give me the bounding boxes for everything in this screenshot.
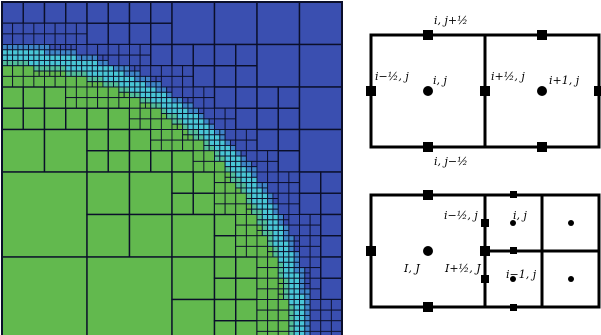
coarse-fine-stencil-diagram: I, J I+½, J i−½, j i, j i−1, j: [366, 190, 601, 312]
fine-face-top: [510, 191, 517, 198]
fine-face-bottom: [510, 304, 517, 311]
mesh-cell: [298, 86, 343, 131]
neighbor-center-dot: [537, 86, 547, 96]
mesh-border: [1, 1, 343, 335]
coarse-center-dot: [423, 246, 433, 256]
fine-cell-br: [540, 249, 601, 309]
coarse-face-left: [366, 246, 376, 256]
mesh-cell: [330, 330, 343, 335]
fine-face-lower: [481, 275, 489, 283]
mesh-cell: [171, 298, 216, 335]
label-fine-lower-center: i−1, j: [506, 268, 537, 281]
label-fine-center: i, j: [513, 209, 528, 222]
label-fine-face: i−½, j: [444, 209, 478, 222]
mesh-cell: [267, 330, 279, 335]
fine-face-upper: [481, 219, 489, 227]
mesh-cell: [1, 171, 88, 258]
face-marker-bottom-right: [537, 142, 547, 152]
mesh-cell: [256, 1, 301, 46]
mesh-cell: [43, 128, 88, 173]
face-marker-left: [366, 86, 376, 96]
mesh-cell: [171, 213, 216, 258]
label-center: i, j: [433, 74, 448, 87]
fine-center-dot: [510, 220, 516, 226]
mesh-cell: [277, 330, 290, 335]
mesh-cell: [256, 330, 269, 335]
mesh-cell: [309, 330, 322, 335]
coarse-fine-face: [480, 246, 490, 256]
mesh-cell: [298, 128, 343, 173]
face-marker-middle: [480, 86, 490, 96]
label-coarse-center: I, J: [403, 262, 420, 275]
cell-center-dot: [423, 86, 433, 96]
face-marker-bottom: [423, 142, 433, 152]
mesh-cell: [256, 43, 301, 88]
fine-center-dot-bl: [510, 276, 516, 282]
fine-center-dot-br: [568, 276, 574, 282]
label-right-face: i+½, j: [491, 70, 525, 83]
label-left-face: i−½, j: [375, 70, 409, 83]
fine-face-mid: [510, 247, 517, 254]
mesh-cell: [128, 213, 173, 258]
uniform-stencil-diagram: i, j+½ i−½, j i, j i+½, j i+1, j i, j−½: [366, 14, 601, 168]
mesh-cell: [320, 330, 332, 335]
label-top-face: i, j+½: [434, 14, 468, 27]
label-bottom-face: i, j−½: [434, 155, 468, 168]
mesh-cell: [1, 256, 88, 335]
face-marker-top: [423, 30, 433, 40]
face-marker-right: [594, 86, 601, 96]
fine-center-dot-tr: [568, 220, 574, 226]
coarse-face-bottom: [423, 302, 433, 312]
amr-cells: [1, 1, 343, 335]
label-neighbor-center: i+1, j: [549, 74, 580, 87]
label-coarse-fine-face: I+½, J: [444, 262, 481, 275]
mesh-cell: [86, 171, 131, 216]
coarse-face-top: [423, 190, 433, 200]
face-marker-top-right: [537, 30, 547, 40]
